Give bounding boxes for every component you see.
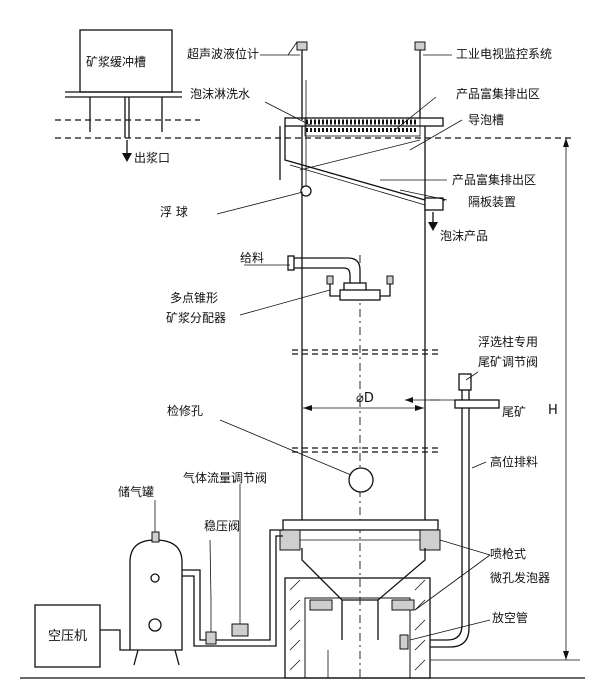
sparger-ring: [279, 519, 441, 551]
foundation: [284, 577, 431, 679]
label-high-discharge: 高位排料: [490, 454, 538, 469]
label-slurry-outlet: 出浆口: [134, 150, 170, 165]
label-product-zone-2: 产品富集排出区: [452, 172, 536, 187]
slurry-distributor: [326, 275, 394, 301]
label-distributor-1: 多点锥形: [170, 291, 218, 305]
label-diameter: ⌀D: [356, 391, 374, 406]
air-piping: [100, 529, 283, 651]
flotation-column-body: [55, 117, 575, 680]
label-compressor: 空压机: [48, 629, 87, 644]
label-tailings: 尾矿: [502, 405, 526, 419]
air-compressor: [34, 604, 101, 668]
gas-flow-valve: [231, 616, 249, 637]
inspection-hole: [348, 467, 374, 493]
slurry-buffer-tank: [55, 29, 200, 162]
height-dimension: [430, 138, 580, 661]
tailings-valve: [454, 371, 500, 420]
label-feed: 给料: [240, 251, 264, 265]
bottom-cone: [301, 548, 426, 640]
label-column-valve-1: 浮选柱专用: [478, 334, 538, 349]
label-industrial-tv: 工业电视监控系统: [456, 46, 552, 61]
label-sparger-1: 喷枪式: [490, 546, 526, 561]
label-column-valve-2: 尾矿调节阀: [478, 355, 538, 369]
gas-storage-tank: [129, 531, 183, 666]
label-sparger-2: 微孔发泡器: [490, 570, 550, 585]
float-ball: [300, 80, 312, 197]
label-distributor-2: 矿浆分配器: [166, 310, 226, 325]
pressure-valve: [205, 600, 217, 645]
label-product-zone-1: 产品富集排出区: [456, 86, 540, 101]
label-slurry-tank: 矿浆缓冲槽: [86, 54, 146, 69]
label-froth-trough: 导泡槽: [468, 113, 504, 127]
label-gas-flow-valve: 气体流量调节阀: [183, 470, 267, 485]
label-vent-pipe: 放空管: [492, 610, 528, 625]
industrial-tv-camera: [414, 41, 426, 118]
label-inspection-hole: 检修孔: [167, 403, 203, 418]
diameter-dimension: [303, 405, 424, 411]
label-ultrasonic-level: 超声波液位计: [187, 46, 259, 61]
label-gas-tank: 储气罐: [118, 484, 154, 499]
label-height: H: [548, 403, 558, 418]
high-discharge-pipe: [405, 397, 470, 648]
label-baffle: 隔板装置: [468, 195, 516, 209]
label-float-ball: 浮 球: [160, 205, 188, 219]
label-foam-wash: 泡沫淋洗水: [190, 87, 250, 101]
wash-water-nozzles: [306, 119, 418, 132]
label-pressure-valve: 稳压阀: [204, 518, 240, 533]
ultrasonic-level-meter: [287, 41, 308, 120]
label-foam-product: 泡沫产品: [440, 229, 488, 243]
